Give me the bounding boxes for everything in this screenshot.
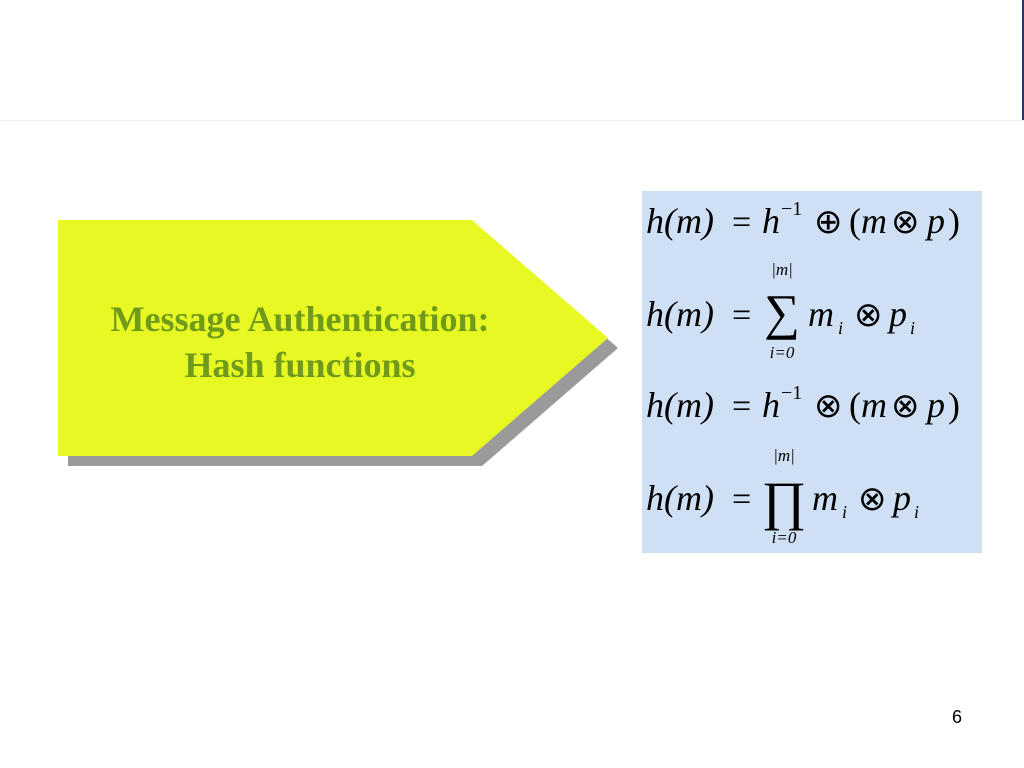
formula-3-h: h	[762, 385, 780, 425]
formula-panel: h(m) = h −1 ⊕ ( m ⊗ p ) h(m) = |m| ∑ i=0…	[642, 191, 982, 553]
slide-title-line-1: Message Authentication:	[110, 299, 490, 339]
formula-3-lhs: h(m)	[646, 385, 714, 425]
formula-3-operator: ⊗	[814, 388, 843, 425]
formula-3-m: m	[861, 385, 887, 425]
formula-2-m: m	[808, 294, 834, 334]
formula-3-p: p	[924, 385, 945, 425]
formula-1-otimes: ⊗	[891, 204, 920, 241]
formula-1-lhs: h(m)	[646, 201, 714, 241]
formula-3-otimes: ⊗	[891, 388, 920, 425]
formula-2-otimes: ⊗	[854, 297, 883, 334]
formula-1-m: m	[861, 201, 887, 241]
formula-3-exponent: −1	[781, 382, 802, 404]
title-arrow-fill	[58, 220, 608, 456]
formula-2-lhs: h(m)	[646, 294, 714, 334]
formula-2-m-sub: i	[838, 318, 843, 338]
formula-3: h(m) = h −1 ⊗ ( m ⊗ p )	[646, 382, 960, 425]
formula-3-paren-close: )	[948, 385, 960, 425]
formula-4-m: m	[812, 478, 838, 518]
formula-svg: h(m) = h −1 ⊕ ( m ⊗ p ) h(m) = |m| ∑ i=0…	[646, 198, 960, 547]
formula-2-sum-symbol: ∑	[764, 284, 800, 340]
page-number: 6	[951, 707, 962, 727]
formula-2-p: p	[886, 294, 907, 334]
formula-4-p-sub: i	[914, 502, 919, 522]
formula-2-equals: =	[732, 297, 751, 334]
formula-4: h(m) = |m| ∏ i=0 m i ⊗ p i	[646, 446, 919, 547]
formula-4-lower-limit: i=0	[772, 528, 797, 547]
formula-4-upper-limit: |m|	[773, 446, 795, 465]
formula-1-h: h	[762, 201, 780, 241]
formula-2-lower-limit: i=0	[770, 343, 795, 362]
slide-title: Message Authentication: Hash functions	[62, 296, 538, 388]
formula-1-equals: =	[732, 204, 751, 241]
formula-3-paren-open: (	[849, 385, 861, 425]
formula-4-lhs: h(m)	[646, 478, 714, 518]
formula-2-upper-limit: |m|	[771, 260, 793, 279]
formula-1: h(m) = h −1 ⊕ ( m ⊗ p )	[646, 198, 960, 241]
formula-2-p-sub: i	[910, 318, 915, 338]
formula-1-paren-close: )	[948, 201, 960, 241]
title-arrow-shape	[58, 220, 618, 466]
formula-4-p: p	[890, 478, 911, 518]
formula-3-equals: =	[732, 388, 751, 425]
formula-1-p: p	[924, 201, 945, 241]
formula-1-paren-open: (	[849, 201, 861, 241]
formula-4-m-sub: i	[842, 502, 847, 522]
formula-4-prod-symbol: ∏	[762, 471, 806, 531]
formula-4-equals: =	[732, 481, 751, 518]
slide-title-line-2: Hash functions	[184, 345, 416, 385]
formula-2: h(m) = |m| ∑ i=0 m i ⊗ p i	[646, 260, 915, 362]
formula-1-exponent: −1	[781, 198, 802, 220]
formula-1-operator: ⊕	[814, 204, 843, 241]
formula-4-otimes: ⊗	[858, 481, 887, 518]
slide-header	[0, 0, 1024, 121]
header-right-rule	[1022, 0, 1024, 120]
